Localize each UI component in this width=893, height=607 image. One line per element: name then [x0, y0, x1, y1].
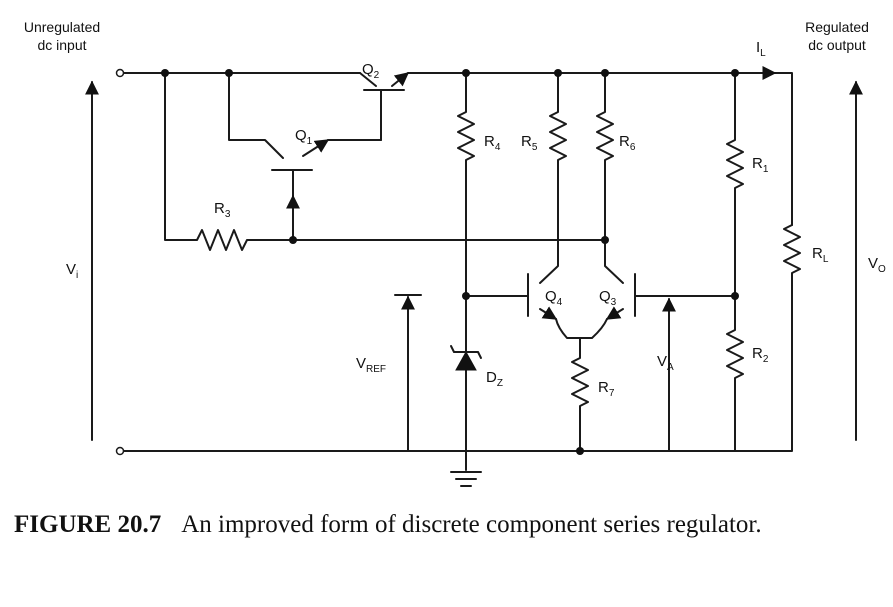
label-q3: Q3	[599, 288, 617, 308]
ground-symbol	[450, 450, 482, 487]
figure-number: FIGURE 20.7	[14, 511, 162, 538]
transistor-q3	[605, 273, 736, 320]
label-q2: Q2	[362, 61, 380, 81]
label-vref: VREF	[356, 355, 386, 375]
zener-diode-dz	[450, 345, 482, 371]
resistor-r3	[164, 72, 606, 251]
output-rail	[407, 72, 793, 226]
label-dz: DZ	[486, 369, 503, 389]
input-label-line1: Unregulated	[24, 19, 100, 35]
label-r5: R5	[521, 133, 538, 153]
label-r1: R1	[752, 155, 769, 175]
transistor-q4	[465, 273, 558, 320]
label-rl: RL	[812, 245, 829, 265]
input-label-line2: dc input	[37, 37, 86, 53]
label-vi: Vi	[66, 261, 78, 281]
output-label-line2: dc output	[808, 37, 866, 53]
label-va: VA	[657, 353, 674, 373]
ground-rail	[123, 284, 793, 452]
label-vo: VO	[868, 255, 886, 275]
resistor-r1-r2	[726, 72, 744, 452]
junction-dots	[161, 69, 739, 455]
resistor-rl	[783, 224, 801, 286]
resistor-r6	[596, 72, 624, 284]
label-q4: Q4	[545, 288, 563, 308]
caption-text: An improved form of discrete component s…	[181, 511, 762, 538]
label-r7: R7	[598, 379, 615, 399]
resistor-r4	[457, 72, 475, 452]
label-q1: Q1	[295, 127, 313, 147]
emitter-junction	[555, 318, 608, 339]
transistor-q1	[228, 72, 382, 241]
output-label-line1: Regulated	[805, 19, 869, 35]
figure-caption: FIGURE 20.7 An improved form of discrete …	[14, 508, 874, 542]
label-r2: R2	[752, 345, 769, 365]
resistor-r5	[539, 72, 567, 284]
input-terminal-bottom	[115, 446, 125, 456]
label-r3: R3	[214, 200, 231, 220]
circuit-schematic: Unregulated dc input Regulated dc output	[24, 19, 886, 487]
label-r6: R6	[619, 133, 636, 153]
input-terminal-top	[115, 68, 125, 78]
resistor-r7	[571, 337, 589, 452]
label-r4: R4	[484, 133, 501, 153]
label-il: IL	[756, 39, 766, 59]
transistor-q2	[359, 72, 410, 141]
